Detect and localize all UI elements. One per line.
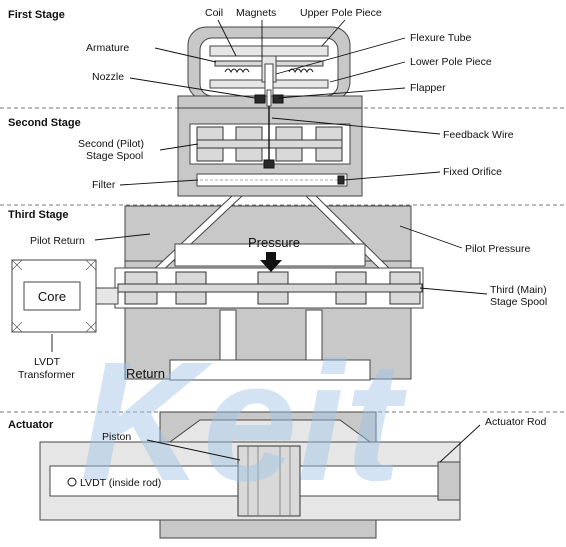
label-return: Return: [126, 366, 165, 381]
label-coil: Coil: [205, 7, 223, 19]
watermark-text: Keit: [80, 327, 408, 517]
label-nozzle: Nozzle: [92, 71, 124, 83]
stage-title-second: Second Stage: [8, 117, 81, 129]
lvdt-sensor-icon: [67, 477, 77, 487]
label-third-spool-line2: Stage Spool: [490, 296, 547, 308]
label-feedback-wire: Feedback Wire: [443, 129, 514, 141]
second-stage-body: [177, 106, 363, 197]
upper-pole-piece: [209, 45, 329, 57]
core-box: [23, 281, 81, 311]
feedback-wire-ball: [263, 159, 275, 169]
label-piston: Piston: [102, 431, 131, 443]
label-lvdt-transformer-line1: LVDT: [34, 356, 61, 368]
stage-title-third: Third Stage: [8, 209, 69, 221]
label-lvdt-inside-rod: LVDT (inside rod): [80, 477, 161, 489]
pressure-arrow-icon: [260, 252, 282, 272]
label-third-spool-line1: Third (Main): [490, 284, 547, 296]
third-stage-body: [114, 195, 424, 381]
lvdt-transformer: Core: [11, 259, 119, 333]
label-upper-pole-piece: Upper Pole Piece: [300, 7, 382, 19]
label-second-spool-line2: Stage Spool: [86, 150, 143, 162]
stage-title-actuator: Actuator: [8, 419, 54, 431]
leader-lines: [51, 19, 488, 463]
piston: [237, 445, 301, 517]
actuator-end-cap: [437, 461, 461, 501]
torque-motor: [177, 26, 363, 109]
flapper: [266, 89, 272, 107]
nozzle-left: [254, 94, 266, 104]
label-second-spool-line1: Second (Pilot): [78, 138, 144, 150]
label-lvdt-transformer-line2: Transformer: [18, 369, 75, 381]
fixed-orifice: [337, 175, 345, 185]
return-channel: [169, 359, 371, 381]
label-magnets: Magnets: [236, 7, 276, 19]
label-flexure-tube: Flexure Tube: [410, 32, 471, 44]
main-spool-shaft: [117, 283, 423, 293]
label-pilot-return: Pilot Return: [30, 235, 85, 247]
label-flapper: Flapper: [410, 82, 446, 94]
actuator-base: [159, 519, 377, 539]
stage-title-first: First Stage: [8, 9, 65, 21]
label-pilot-pressure: Pilot Pressure: [465, 243, 531, 255]
label-lower-pole-piece: Lower Pole Piece: [410, 56, 492, 68]
core-label: Core: [38, 289, 66, 304]
nozzle-right: [272, 94, 284, 104]
label-filter: Filter: [92, 179, 116, 191]
lvdt-connector: [95, 287, 119, 305]
label-pressure: Pressure: [248, 235, 300, 250]
actuator: [39, 411, 461, 539]
label-armature: Armature: [86, 42, 129, 54]
label-fixed-orifice: Fixed Orifice: [443, 166, 502, 178]
label-actuator-rod: Actuator Rod: [485, 416, 546, 428]
